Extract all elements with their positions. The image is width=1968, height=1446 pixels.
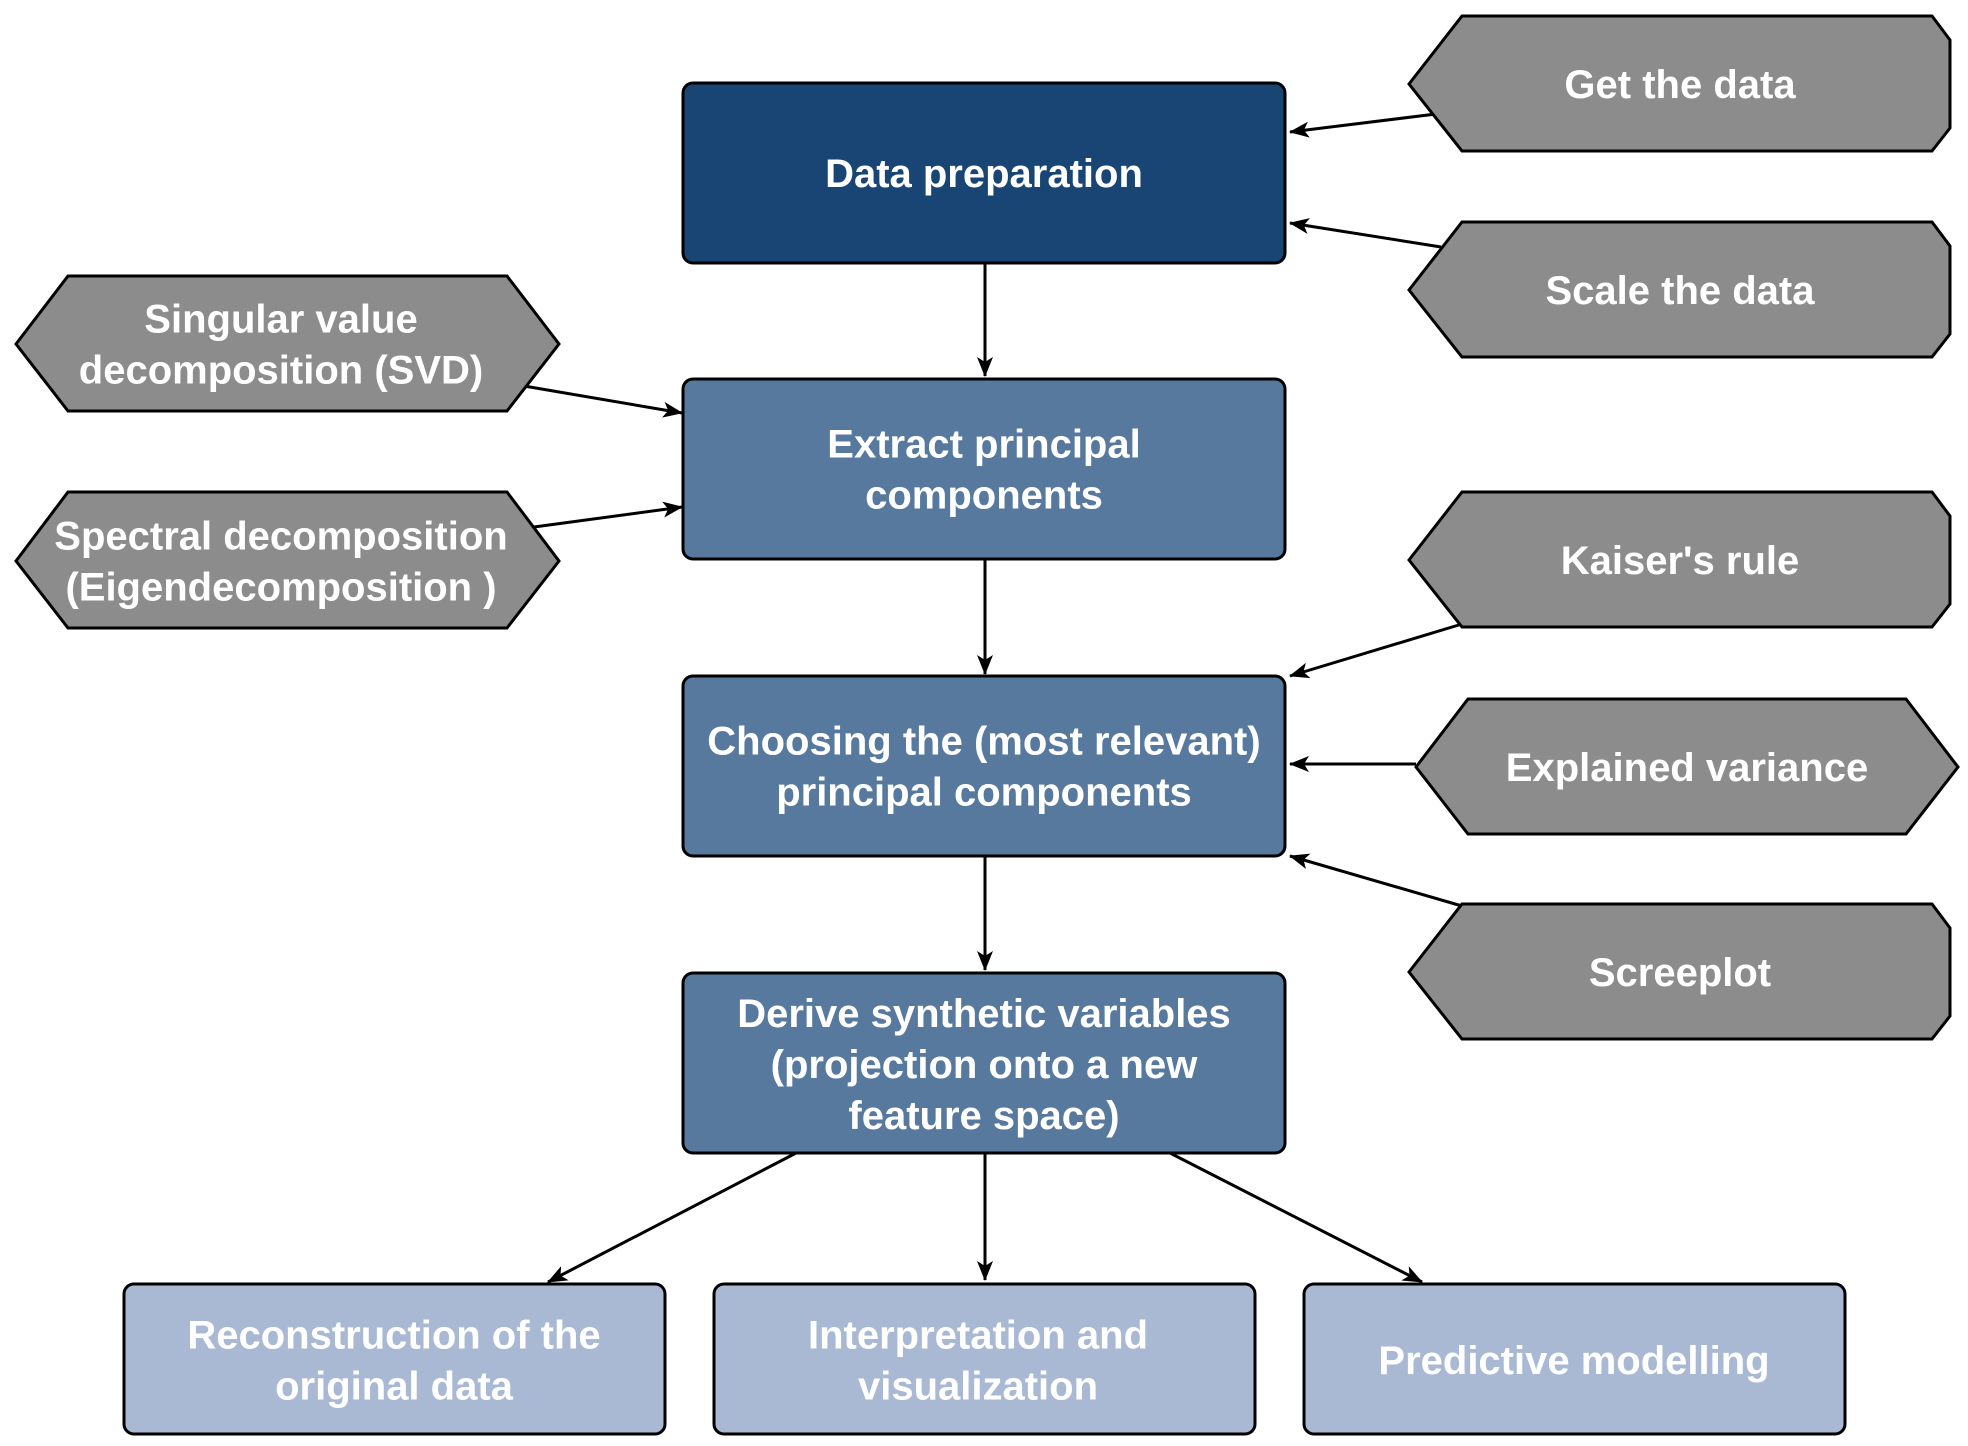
predictive-label: Predictive modelling — [1378, 1339, 1769, 1383]
spectral-label-line-1: Spectral decomposition — [54, 515, 507, 559]
svd-label: Singular value decomposition (SVD) — [79, 298, 483, 393]
explained-variance-label: Explained variance — [1506, 746, 1868, 790]
screeplot-shape — [1407, 902, 1952, 1041]
spectral-hexagon: Spectral decomposition (Eigendecompositio… — [14, 490, 561, 630]
choose-components-box: Choosing the (most relevant) principal co… — [681, 674, 1287, 858]
interpretation-label: Interpretation and visualization — [808, 1314, 1148, 1409]
explained-variance-shape — [1414, 697, 1960, 836]
predictive-label-line-1: Predictive modelling — [1378, 1339, 1769, 1383]
reconstruction-label-line-1: Reconstruction of the — [187, 1314, 600, 1358]
scale-data-hexagon: Scale the data — [1407, 220, 1952, 359]
arrow-svd-to-extract — [523, 384, 683, 418]
interpretation-label-line-1: Interpretation and — [808, 1314, 1148, 1358]
connectors — [523, 112, 1463, 1284]
choose-components-label-line-2: principal components — [776, 771, 1192, 815]
kaiser-shape — [1407, 490, 1952, 629]
svd-hexagon: Singular value decomposition (SVD) — [14, 274, 561, 413]
screeplot-label: Screeplot — [1589, 951, 1771, 995]
derive-variables-label-line-3: feature space) — [848, 1094, 1119, 1138]
predictive-box: Predictive modelling — [1302, 1282, 1847, 1436]
data-preparation-label-line-1: Data preparation — [825, 152, 1143, 196]
derive-variables-label: Derive synthetic variables (projection on… — [737, 992, 1231, 1138]
extract-components-label-line-1: Extract principal — [827, 423, 1140, 467]
arrow-derive-to-reconstruction — [547, 1150, 799, 1284]
get-data-hexagon: Get the data — [1407, 14, 1952, 153]
interpretation-box: Interpretation and visualization — [712, 1282, 1257, 1436]
derive-variables-shape — [681, 971, 1287, 1155]
derive-variables-box: Derive synthetic variables (projection on… — [681, 971, 1287, 1155]
scale-data-label: Scale the data — [1545, 269, 1815, 313]
extract-components-box: Extract principal components — [681, 377, 1287, 561]
spectral-shape — [14, 490, 561, 630]
get-data-shape — [1407, 14, 1952, 153]
derive-variables-label-line-1: Derive synthetic variables — [737, 992, 1231, 1036]
explained-variance-label-line-1: Explained variance — [1506, 746, 1868, 790]
screeplot-label-line-1: Screeplot — [1589, 951, 1771, 995]
interpretation-shape — [712, 1282, 1257, 1436]
svd-shape — [14, 274, 561, 413]
arrow-scale-data-to-data-preparation — [1289, 218, 1442, 249]
extract-components-shape — [681, 377, 1287, 561]
data-preparation-box: Data preparation — [681, 81, 1287, 265]
choose-components-label: Choosing the (most relevant) principal co… — [707, 720, 1260, 815]
reconstruction-shape — [122, 1282, 667, 1436]
spectral-label-line-2: (Eigendecomposition ) — [65, 566, 496, 610]
kaiser-label-line-1: Kaiser's rule — [1561, 539, 1800, 583]
arrow-spectral-to-extract — [533, 501, 683, 529]
data-preparation-shape — [681, 81, 1287, 265]
arrow-get-data-to-data-preparation — [1289, 112, 1437, 138]
get-data-label: Get the data — [1564, 63, 1796, 107]
arrow-screeplot-to-choose — [1289, 853, 1463, 908]
extract-components-label-line-2: components — [865, 474, 1103, 518]
svd-label-line-2: decomposition (SVD) — [79, 349, 483, 393]
kaiser-hexagon: Kaiser's rule — [1407, 490, 1952, 629]
reconstruction-label-line-2: original data — [275, 1365, 514, 1409]
explained-variance-hexagon: Explained variance — [1414, 697, 1960, 836]
screeplot-hexagon: Screeplot — [1407, 902, 1952, 1041]
data-preparation-label: Data preparation — [825, 152, 1143, 196]
reconstruction-label: Reconstruction of the original data — [187, 1314, 600, 1409]
get-data-label-line-1: Get the data — [1564, 63, 1796, 107]
svd-label-line-1: Singular value — [144, 298, 417, 342]
kaiser-label: Kaiser's rule — [1561, 539, 1800, 583]
spectral-label: Spectral decomposition (Eigendecompositio… — [54, 515, 507, 610]
scale-data-shape — [1407, 220, 1952, 359]
choose-components-shape — [681, 674, 1287, 858]
arrow-kaiser-to-choose — [1289, 622, 1463, 679]
scale-data-label-line-1: Scale the data — [1545, 269, 1815, 313]
choose-components-label-line-1: Choosing the (most relevant) — [707, 720, 1260, 764]
interpretation-label-line-2: visualization — [858, 1365, 1098, 1409]
reconstruction-box: Reconstruction of the original data — [122, 1282, 667, 1436]
arrow-derive-to-predictive — [1167, 1150, 1423, 1284]
derive-variables-label-line-2: (projection onto a new — [771, 1043, 1199, 1087]
extract-components-label: Extract principal components — [827, 423, 1140, 518]
predictive-shape — [1302, 1282, 1847, 1436]
